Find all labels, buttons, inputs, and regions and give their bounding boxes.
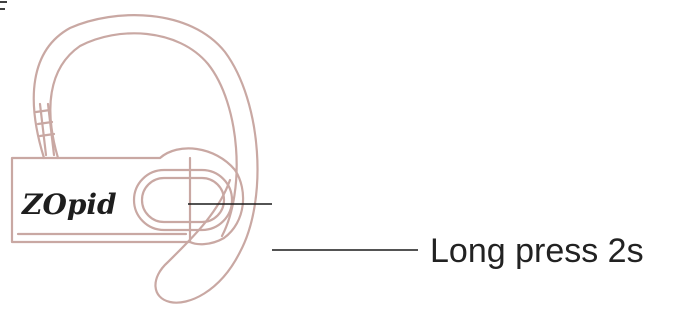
brand-logo: ZOpid [21,188,117,221]
corner-mark [0,2,7,9]
button-pill [134,170,232,230]
callout-label: Long press 2s [430,232,644,270]
